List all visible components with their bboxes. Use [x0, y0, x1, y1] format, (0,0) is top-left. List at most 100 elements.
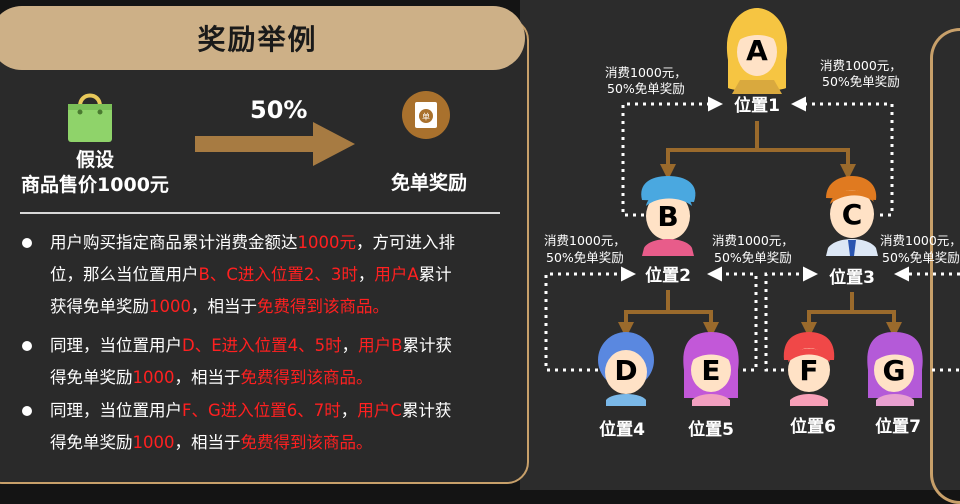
tree-connectors [618, 121, 902, 338]
body-text: ，相当于 [174, 433, 241, 452]
highlight-text: 1000元 [297, 233, 357, 252]
highlight-text: 免费得到该商品。 [257, 297, 389, 316]
avatar-user-c: C [826, 176, 878, 256]
avatar-user-f: F [783, 332, 835, 406]
body-text: 得免单奖励 [50, 433, 133, 452]
svg-text:消费1000元，: 消费1000元， [880, 233, 960, 248]
highlight-text: 1000 [132, 433, 175, 452]
highlight-text: 免费得到该商品。 [240, 368, 373, 387]
free-order-reward-label: 免单奖励 [390, 172, 467, 194]
body-text: 累计获 [401, 401, 452, 420]
bullet-dot [22, 238, 32, 248]
reward-percent: 50% [250, 96, 308, 124]
assumption-text: 假设 [75, 149, 114, 171]
explanation-paragraph-2: 同理，当位置用户D、E进入位置4、5时，用户B累计获得免单奖励1000，相当于免… [50, 330, 505, 394]
paragraph-line: 得免单奖励1000，相当于免费得到该商品。 [50, 362, 505, 394]
queue-diagram: 消费1000元， 50%免单奖励 消费1000元， 50%免单奖励 消费1000… [544, 8, 960, 440]
free-order-coupon-icon: 单 [402, 91, 450, 139]
explanation-paragraph-1: 用户购买指定商品累计消费金额达1000元，方可进入排位，那么当位置用户B、C进入… [50, 227, 505, 323]
position-label-2: 位置2 [645, 265, 691, 286]
body-text: 累计 [418, 265, 452, 284]
highlight-text: 免费得到该商品。 [240, 433, 373, 452]
body-text: ， [341, 336, 359, 355]
title-banner: 奖励举例 [0, 6, 525, 70]
body-text: 同理，当位置用户 [50, 401, 182, 420]
body-text: ， [340, 401, 358, 420]
reward-dotted-arrows [544, 96, 960, 372]
reward-label-line1: 消费1000元， [712, 233, 794, 248]
svg-text:消费1000元，: 消费1000元， [820, 58, 902, 73]
highlight-text: 用户C [357, 401, 402, 420]
body-text: 同理，当位置用户 [50, 336, 182, 355]
reward-label-line1: 消费1000元， [880, 233, 960, 248]
paragraph-line: 位，那么当位置用户B、C进入位置2、3时，用户A累计 [50, 259, 505, 291]
avatar-user-e: E [683, 332, 739, 406]
reward-label-line2: 50%免单奖励 [822, 74, 900, 89]
svg-text:消费1000元，: 消费1000元， [712, 233, 794, 248]
position-label-5: 位置5 [688, 419, 734, 440]
position-label-3: 位置3 [829, 267, 875, 288]
highlight-text: B、C进入位置2、3时 [198, 265, 358, 284]
reward-labels: 消费1000元， 50%免单奖励 消费1000元， 50%免单奖励 消费1000… [544, 58, 960, 265]
reward-label-line2: 50%免单奖励 [714, 250, 792, 265]
body-text: ，相当于 [191, 297, 257, 316]
avatar-letter-b: B [657, 200, 678, 233]
avatar-letter-d: D [614, 354, 637, 387]
assumed-price-label: 假设 商品售价1000元 [10, 148, 180, 198]
bullet-dot [22, 341, 32, 351]
avatar-letter-c: C [842, 198, 863, 231]
avatar-user-g: G [867, 332, 923, 406]
highlight-text: 1000 [149, 297, 191, 316]
body-text: 用户购买指定商品累计消费金额达 [50, 233, 298, 252]
shopping-bag-icon [68, 93, 112, 142]
divider [20, 212, 500, 214]
coupon-char: 单 [422, 112, 430, 122]
paragraph-line: 用户购买指定商品累计消费金额达1000元，方可进入排 [50, 227, 505, 259]
highlight-text: 用户A [374, 265, 419, 284]
reward-label-line1: 消费1000元， [820, 58, 902, 73]
svg-text:50%免单奖励: 50%免单奖励 [607, 81, 685, 96]
body-text: ， [357, 265, 375, 284]
position-label-4: 位置4 [599, 419, 645, 440]
highlight-text: 1000 [132, 368, 175, 387]
avatar-letter-a: A [746, 34, 768, 67]
bullet-dot [22, 406, 32, 416]
reward-label-line2: 50%免单奖励 [607, 81, 685, 96]
right-arrow-icon [195, 122, 355, 166]
svg-text:50%免单奖励: 50%免单奖励 [822, 74, 900, 89]
body-text: 得免单奖励 [50, 368, 133, 387]
svg-text:50%免单奖励: 50%免单奖励 [714, 250, 792, 265]
svg-text:50%免单奖励: 50%免单奖励 [882, 250, 960, 265]
position-label-6: 位置6 [790, 416, 836, 437]
reward-label-line2: 50%免单奖励 [882, 250, 960, 265]
body-text: ，方可进入排 [356, 233, 455, 252]
position-label-1: 位置1 [734, 95, 780, 116]
avatar-user-a: A [726, 8, 788, 94]
avatar-letter-g: G [883, 354, 906, 387]
avatar-letter-f: F [799, 354, 818, 387]
page-title: 奖励举例 [197, 23, 318, 56]
body-text: 位，那么当位置用户 [50, 265, 199, 284]
highlight-text: F、G进入位置6、7时 [182, 401, 341, 420]
paragraph-line: 同理，当位置用户D、E进入位置4、5时，用户B累计获 [50, 330, 505, 362]
explanation-paragraph-3: 同理，当位置用户F、G进入位置6、7时，用户C累计获得免单奖励1000，相当于免… [50, 395, 505, 459]
svg-text:消费1000元，: 消费1000元， [605, 65, 687, 80]
highlight-text: 用户B [358, 336, 403, 355]
avatar-letter-e: E [701, 354, 720, 387]
position-label-7: 位置7 [875, 416, 921, 437]
product-price-text: 商品售价1000元 [21, 174, 169, 196]
body-text: ，相当于 [174, 368, 241, 387]
body-text: 累计获 [402, 336, 452, 355]
reward-label-line2: 50%免单奖励 [546, 250, 624, 265]
svg-text:50%免单奖励: 50%免单奖励 [546, 250, 624, 265]
reward-label-line1: 消费1000元， [605, 65, 687, 80]
reward-label-line1: 消费1000元， [544, 233, 626, 248]
avatar-user-d: D [598, 332, 654, 406]
highlight-text: D、E进入位置4、5时 [182, 336, 342, 355]
paragraph-line: 得免单奖励1000，相当于免费得到该商品。 [50, 427, 505, 459]
svg-text:消费1000元，: 消费1000元， [544, 233, 626, 248]
avatar-user-b: B [641, 176, 696, 256]
paragraph-line: 同理，当位置用户F、G进入位置6、7时，用户C累计获 [50, 395, 505, 427]
paragraph-line: 获得免单奖励1000，相当于免费得到该商品。 [50, 291, 505, 323]
body-text: 获得免单奖励 [50, 297, 149, 316]
